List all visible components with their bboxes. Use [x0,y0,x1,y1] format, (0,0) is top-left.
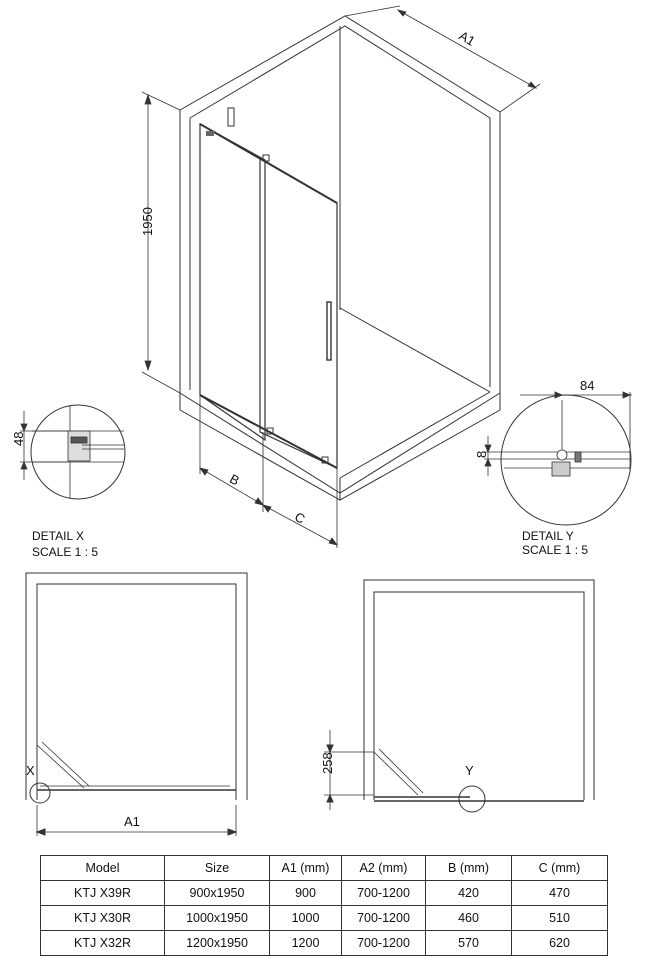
cell-a1: 900 [269,880,342,906]
plan-view-closed [25,572,248,836]
detail-y-marker [458,785,486,813]
table-row: KTJ X39R 900x1950 900 700-1200 420 470 [40,880,608,906]
cell-b: 460 [425,905,512,931]
cell-a2: 700-1200 [341,930,426,956]
inner-wall-edge [189,25,491,387]
dimension-a1-top [344,5,541,113]
dimension-a1-top-label: A1 [456,28,477,49]
table-header-row: Model Size A1 (mm) A2 (mm) B (mm) C (mm) [40,855,608,881]
model-spec-table: Model Size A1 (mm) A2 (mm) B (mm) C (mm)… [40,855,608,956]
cell-model: KTJ X32R [40,930,165,956]
cell-c: 470 [511,880,608,906]
cell-b: 570 [425,930,512,956]
detail-y-gap-label: 8 [474,451,489,458]
floor-stop [321,456,329,464]
col-header-b: B (mm) [425,855,512,881]
col-header-c: C (mm) [511,855,608,881]
cell-c: 510 [511,905,608,931]
fixed-glass-panel [199,122,266,442]
floor-front-right [339,391,491,479]
detail-x-title: DETAIL X [32,529,84,543]
roller [262,154,270,162]
dimension-b-label: B [227,471,242,488]
cell-a2: 700-1200 [341,905,426,931]
detail-x-scale: SCALE 1 : 5 [32,545,98,559]
plan-a1-label: A1 [124,814,140,829]
cell-b: 420 [425,880,512,906]
cell-size: 1000x1950 [164,905,270,931]
detail-y-view [484,391,632,526]
plan-x-marker-label: X [26,763,35,778]
floor-back-right [339,307,491,393]
bottom-profile [199,394,338,469]
shower-enclosure-technical-drawing: A1 1950 B C [11,5,632,836]
cell-a1: 1200 [269,930,342,956]
table-row: KTJ X30R 1000x1950 1000 700-1200 460 510 [40,905,608,931]
top-rail [199,123,338,204]
col-header-a2: A2 (mm) [341,855,426,881]
dimension-height-label: 1950 [140,207,155,236]
detail-y-title: DETAIL Y [522,529,574,543]
cell-a1: 1000 [269,905,342,931]
door-handle [326,301,332,361]
dimension-c-label: C [292,509,307,527]
dimension-b-c [199,395,338,548]
dimension-height [141,91,181,394]
wall-bracket [227,107,235,127]
cell-c: 620 [511,930,608,956]
detail-y-scale: SCALE 1 : 5 [522,543,588,557]
plan-258-label: 258 [320,752,335,774]
cell-a2: 700-1200 [341,880,426,906]
cell-model: KTJ X30R [40,905,165,931]
detail-x-view [20,404,126,500]
sliding-glass-door [259,156,338,469]
col-header-model: Model [40,855,165,881]
col-header-size: Size [164,855,270,881]
col-header-a1: A1 (mm) [269,855,342,881]
plan-y-marker-label: Y [465,763,474,778]
detail-x-marker [29,782,51,804]
detail-y-width-label: 84 [580,378,594,393]
isometric-view [179,15,501,501]
cell-size: 1200x1950 [164,930,270,956]
table-row: KTJ X32R 1200x1950 1200 700-1200 570 620 [40,930,608,956]
cell-size: 900x1950 [164,880,270,906]
detail-y-circle [500,394,632,526]
brand-plate [206,131,214,136]
plan-view-open [324,579,595,813]
detail-x-height-label: 48 [11,432,26,446]
cell-model: KTJ X39R [40,880,165,906]
floor-guide [266,427,274,435]
